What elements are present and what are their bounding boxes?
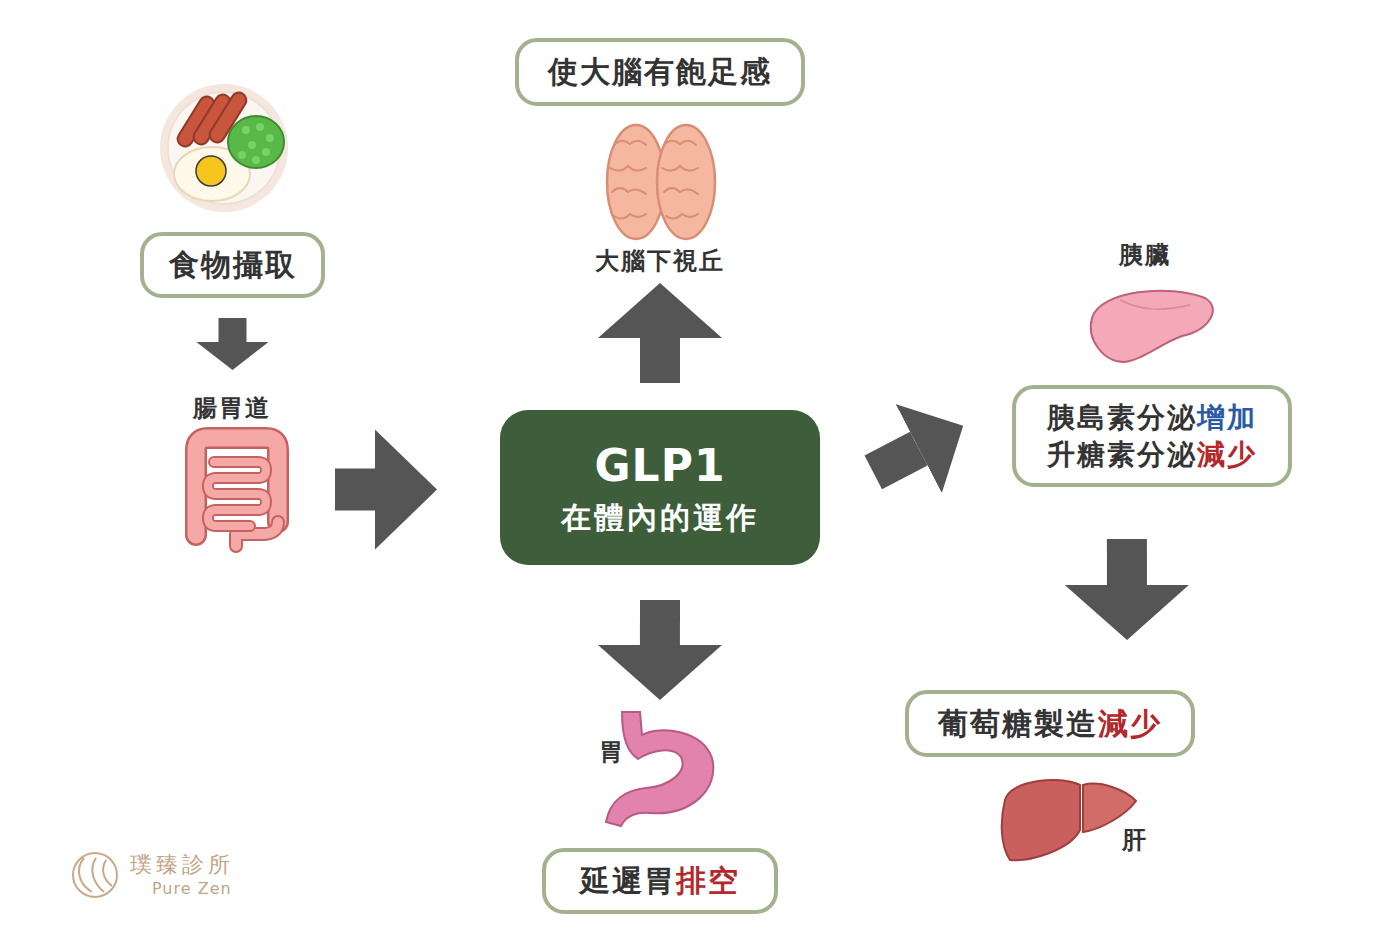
food-plate bbox=[252, 156, 260, 164]
node-text: 使大腦有飽足感 bbox=[548, 53, 772, 91]
organ-figure: 胰臟 bbox=[1085, 238, 1220, 366]
stomach-illustration bbox=[606, 712, 713, 826]
node-text: 胰島素分泌 bbox=[1047, 400, 1197, 435]
clinic-logo bbox=[103, 860, 112, 886]
stomach-illustration bbox=[606, 712, 713, 826]
organ-figure: 腸胃道 bbox=[175, 390, 290, 548]
brain-illustration bbox=[614, 141, 646, 145]
intestine-illustration bbox=[196, 438, 278, 535]
brain-illustration bbox=[662, 166, 698, 171]
process-box: 延遲胃排空 bbox=[542, 848, 778, 914]
clinic-name-latin: Pure Zen bbox=[152, 879, 232, 898]
node-subtext: 排空 bbox=[676, 862, 740, 900]
node-text: 大腦下視丘 bbox=[595, 246, 725, 276]
intestine-illustration bbox=[208, 462, 266, 526]
liver-illustration bbox=[1002, 780, 1136, 860]
organ-figure: 肝 bbox=[995, 772, 1160, 867]
organ-figure: 大腦下視丘 bbox=[580, 118, 740, 278]
process-box: 食物攝取 bbox=[140, 232, 325, 298]
node-text: GLP1 bbox=[594, 438, 725, 493]
food-plate bbox=[196, 156, 226, 186]
clinic-logo bbox=[73, 853, 117, 897]
clinic-name: 璞臻診所 bbox=[130, 852, 234, 878]
node-subtext: 減少 bbox=[1098, 705, 1162, 743]
node-subtext: 增加 bbox=[1197, 400, 1257, 435]
block-arrow bbox=[873, 449, 919, 473]
node-text: 食物攝取 bbox=[169, 246, 297, 284]
block-arrow bbox=[640, 600, 680, 645]
liver-illustration bbox=[1083, 784, 1136, 832]
intestine-illustration bbox=[196, 438, 278, 535]
text-line: 使大腦有飽足感 bbox=[548, 53, 772, 91]
text-line: 在體內的運作 bbox=[561, 499, 759, 537]
node-subtext: 升糖素分泌 bbox=[1047, 437, 1197, 472]
brain-illustration bbox=[612, 188, 646, 194]
brain-illustration bbox=[610, 141, 698, 219]
node-subtext: 在體內的運作 bbox=[561, 499, 759, 537]
pancreas-illustration bbox=[1091, 291, 1213, 362]
text-line: 食物攝取 bbox=[169, 246, 297, 284]
food-plate bbox=[174, 147, 250, 201]
intestine-illustration bbox=[196, 438, 278, 546]
text-line: 胰島素分泌增加 bbox=[1047, 400, 1257, 435]
node-subtext: 減少 bbox=[1197, 437, 1257, 472]
food-plate bbox=[262, 148, 270, 156]
brain-illustration bbox=[614, 214, 646, 219]
food-plate bbox=[238, 123, 274, 164]
node-text: 葡萄糖製造 bbox=[938, 705, 1098, 743]
brain-illustration bbox=[664, 188, 698, 194]
block-arrow bbox=[1107, 539, 1147, 585]
block-arrow bbox=[640, 338, 680, 383]
food-plate bbox=[256, 123, 264, 131]
text-line: 升糖素分泌減少 bbox=[1047, 437, 1257, 472]
brain-illustration bbox=[657, 125, 715, 239]
pancreas-illustration bbox=[1120, 300, 1190, 309]
text-line: GLP1 bbox=[594, 438, 725, 493]
clinic-logo bbox=[79, 858, 92, 892]
brain-illustration bbox=[666, 214, 698, 219]
node-text: 腸胃道 bbox=[193, 393, 271, 423]
block-arrow bbox=[335, 469, 375, 511]
process-box: 胰島素分泌增加升糖素分泌減少 bbox=[1012, 385, 1292, 487]
food-plate bbox=[242, 126, 250, 134]
clinic-logo bbox=[92, 858, 104, 892]
node-text: 胃 bbox=[599, 737, 625, 767]
intestine-illustration bbox=[208, 462, 266, 526]
liver-illustration bbox=[1002, 780, 1080, 860]
process-box: 使大腦有飽足感 bbox=[515, 38, 805, 106]
food-plate bbox=[266, 134, 274, 142]
node-text: 胰臟 bbox=[1119, 240, 1171, 270]
food-plate bbox=[160, 84, 288, 212]
organ-figure: 胃 bbox=[590, 705, 720, 830]
food-plate bbox=[238, 151, 246, 159]
food-plate bbox=[160, 84, 288, 212]
brain-illustration bbox=[664, 141, 696, 145]
brain-illustration bbox=[607, 125, 715, 239]
text-line: 延遲胃排空 bbox=[580, 862, 740, 900]
clinic-logo bbox=[73, 853, 117, 897]
text-line: 葡萄糖製造減少 bbox=[938, 705, 1162, 743]
food-plate bbox=[228, 116, 284, 168]
node-text: 肝 bbox=[1122, 825, 1148, 855]
process-box: 葡萄糖製造減少 bbox=[905, 690, 1195, 757]
brain-illustration bbox=[610, 166, 646, 171]
block-arrow bbox=[219, 318, 247, 342]
node-text: 延遲胃 bbox=[580, 862, 676, 900]
food-plate bbox=[248, 141, 256, 149]
pancreas-illustration bbox=[1091, 291, 1213, 362]
process-box: GLP1 在體內的運作 bbox=[500, 410, 820, 565]
